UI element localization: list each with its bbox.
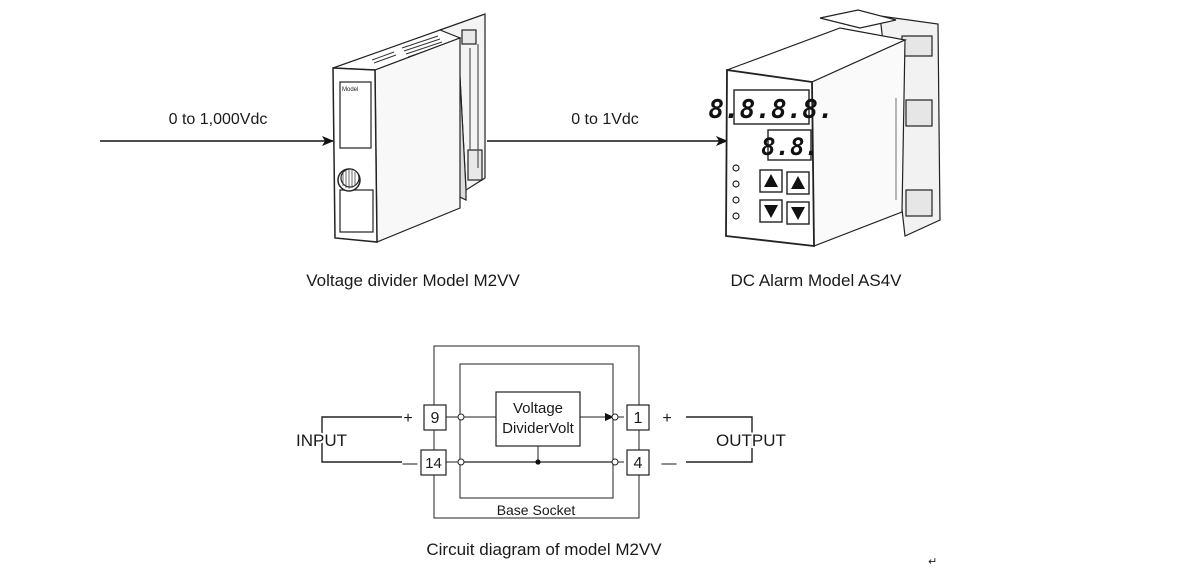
down-arrow-icon bbox=[791, 207, 805, 220]
base-socket-inner bbox=[459, 363, 614, 499]
terminal-9-label: 9 bbox=[431, 410, 440, 427]
input-bracket bbox=[321, 416, 402, 463]
terminal-1-label: 1 bbox=[634, 410, 643, 427]
junction-dot bbox=[535, 459, 541, 465]
divider-box-line2: DividerVolt bbox=[502, 420, 575, 437]
output-plus-sign: + bbox=[662, 410, 671, 427]
node-1 bbox=[611, 413, 619, 421]
output-minus-sign: — bbox=[662, 455, 677, 472]
alarm-main-display: 8.8.8.8. bbox=[708, 95, 833, 125]
base-socket-label: Base Socket bbox=[497, 502, 576, 518]
voltage-divider-device bbox=[332, 13, 486, 243]
alarm-caption: DC Alarm Model AS4V bbox=[730, 271, 902, 290]
up-arrow-icon bbox=[791, 176, 805, 189]
dc-alarm-device bbox=[725, 9, 941, 248]
input-plus-sign: + bbox=[403, 410, 412, 427]
terminal-1 bbox=[626, 404, 650, 431]
return-mark: ↵ bbox=[928, 556, 937, 568]
terminal-4 bbox=[626, 449, 650, 476]
terminal-14-label: 14 bbox=[425, 455, 442, 472]
down-arrow-icon bbox=[764, 205, 778, 218]
terminal-14 bbox=[420, 449, 447, 476]
input-label: INPUT bbox=[296, 431, 347, 450]
alarm-sub-display: 8.8. bbox=[761, 133, 819, 161]
output-label: OUTPUT bbox=[716, 431, 786, 450]
input-range-label: 0 to 1,000Vdc bbox=[169, 111, 268, 128]
circuit-caption: Circuit diagram of model M2VV bbox=[426, 540, 662, 559]
input-minus-sign: — bbox=[403, 455, 418, 472]
divider-box-line1: Voltage bbox=[513, 400, 563, 417]
up-arrow-icon bbox=[764, 174, 778, 187]
node-14 bbox=[457, 458, 465, 466]
node-4 bbox=[611, 458, 619, 466]
node-9 bbox=[457, 413, 465, 421]
voltage-divider-box bbox=[495, 391, 581, 447]
base-socket-outer bbox=[433, 345, 640, 519]
terminal-4-label: 4 bbox=[634, 455, 643, 472]
divider-face-label: Model bbox=[342, 87, 358, 93]
terminal-9 bbox=[423, 404, 447, 431]
output-bracket bbox=[686, 416, 753, 463]
output-range-label: 0 to 1Vdc bbox=[571, 111, 639, 128]
divider-caption: Voltage divider Model M2VV bbox=[306, 271, 520, 290]
